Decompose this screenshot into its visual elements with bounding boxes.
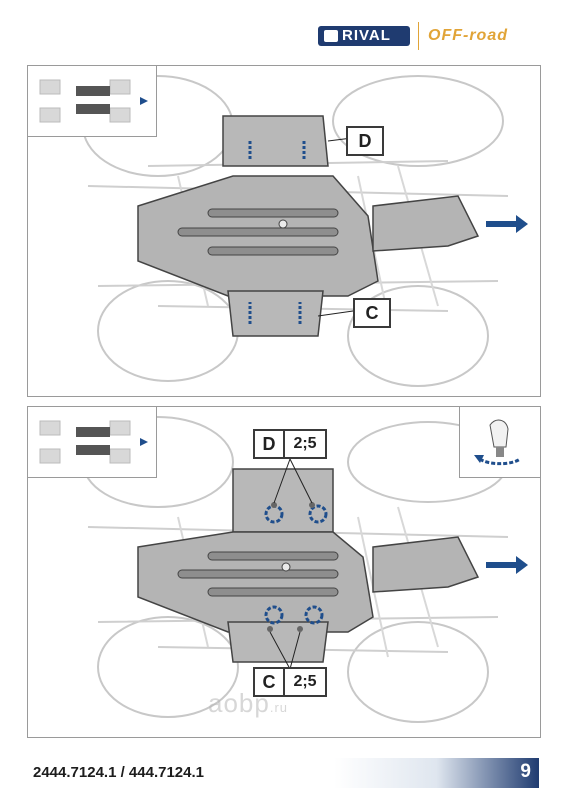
callout-d-letter: D — [253, 429, 285, 459]
logo-divider — [418, 22, 419, 50]
callout-d-torque: 2;5 — [283, 429, 327, 459]
step-panel-top: D C — [27, 65, 541, 397]
step-panel-bottom: D 2;5 C 2;5 — [27, 406, 541, 738]
callout-d: D — [346, 126, 384, 156]
page-header: RIVAL OFF-road — [0, 0, 566, 62]
callout-c-letter: C — [253, 667, 285, 697]
atv-top-view-icon — [39, 420, 148, 464]
tightening-hint-box — [459, 407, 540, 478]
page-number: 9 — [520, 761, 531, 782]
page-footer: 2444.7124.1 / 444.7124.1 9 — [27, 758, 539, 788]
callout-c: C — [353, 298, 391, 328]
rival-logo: RIVAL — [318, 26, 410, 46]
location-mini-map-bottom — [28, 407, 157, 478]
rival-logo-icon — [324, 30, 338, 42]
watermark-text: aobp — [208, 688, 270, 718]
brand-name: RIVAL — [342, 27, 391, 44]
watermark-suffix: .ru — [269, 700, 289, 715]
hand-wrench-icon — [474, 419, 521, 466]
location-mini-map — [28, 66, 157, 137]
part-numbers: 2444.7124.1 / 444.7124.1 — [33, 764, 204, 781]
footer-bar — [27, 758, 539, 788]
atv-underside-illustration — [82, 75, 528, 387]
atv-top-view-icon — [39, 79, 148, 123]
callout-c-torque: 2;5 — [283, 667, 327, 697]
product-line-logo: OFF-road — [428, 27, 508, 44]
watermark: aobp.ru — [208, 688, 288, 719]
atv-underside-fastening-illustration — [82, 416, 528, 723]
